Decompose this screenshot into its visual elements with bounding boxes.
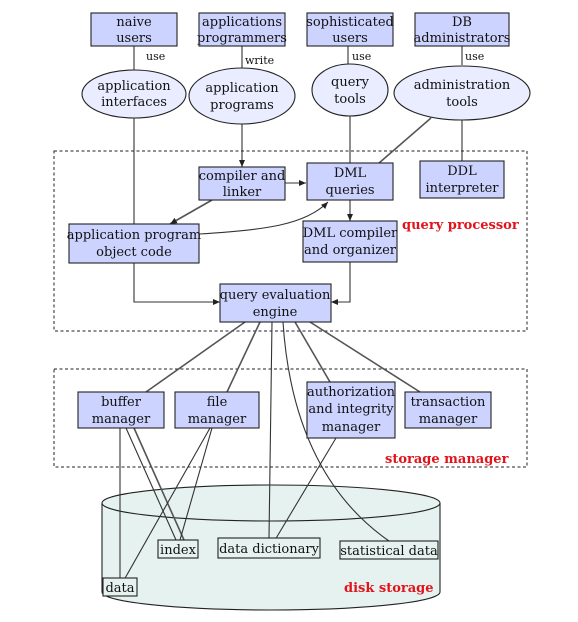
- dba-line1: DB: [452, 15, 472, 30]
- query-processor-region: [53, 150, 528, 332]
- dml-compiler-node: DML compiler and organizer: [302, 220, 398, 263]
- auth-line1: authorization: [307, 385, 396, 400]
- programmers-line1: applications: [202, 15, 282, 30]
- authorization-integrity-manager-node: authorization and integrity manager: [306, 381, 396, 439]
- edge-label-use-naive: use: [146, 50, 165, 63]
- index-label: index: [160, 543, 197, 558]
- transaction-manager-node: transaction manager: [404, 391, 492, 429]
- administration-tools-node: administration tools: [393, 65, 531, 121]
- file-manager-line1: file: [207, 395, 228, 410]
- buffer-manager-line2: manager: [92, 412, 151, 427]
- disk-storage-label: disk storage: [344, 581, 434, 596]
- connections: [119, 46, 463, 581]
- sophisticated-line1: sophisticated: [306, 15, 394, 30]
- app-interfaces-line1: application: [97, 79, 171, 94]
- buffer-manager-line1: buffer: [101, 395, 142, 410]
- file-manager-line2: manager: [188, 412, 247, 427]
- app-programs-line2: programs: [210, 98, 274, 113]
- query-processor-label: query processor: [402, 218, 519, 233]
- db-administrators-node: DB administrators: [414, 12, 511, 47]
- object-code-line2: object code: [96, 245, 172, 260]
- object-code-node: application program object code: [67, 223, 201, 264]
- dml-compiler-line1: DML compiler: [303, 226, 398, 241]
- statistical-data-node: statistical data: [339, 540, 439, 560]
- application-interfaces-node: application interfaces: [81, 69, 187, 119]
- dml-compiler-line2: and organizer: [304, 243, 397, 258]
- admin-tools-line2: tools: [446, 95, 478, 110]
- sophisticated-line2: users: [332, 31, 368, 46]
- sophisticated-users-node: sophisticated users: [306, 12, 394, 47]
- application-programs-node: application programs: [188, 67, 296, 125]
- dml-queries-node: DML queries: [306, 162, 394, 201]
- ddl-interpreter-line1: DDL: [447, 164, 477, 179]
- dba-line2: administrators: [414, 31, 511, 46]
- naive-users-line2: users: [116, 31, 152, 46]
- query-tools-line2: tools: [334, 92, 366, 107]
- query-tools-line1: query: [331, 75, 370, 90]
- index-node: index: [157, 539, 199, 559]
- edge-label-use-sophisticated: use: [352, 50, 371, 63]
- object-code-line1: application program: [67, 228, 201, 243]
- application-programmers-node: applications programmers: [197, 12, 287, 47]
- programmers-line2: programmers: [197, 31, 287, 46]
- transaction-manager-line2: manager: [419, 412, 478, 427]
- ddl-interpreter-line2: interpreter: [425, 181, 499, 196]
- naive-users-line1: naive: [116, 15, 152, 30]
- dml-queries-line1: DML: [334, 166, 367, 181]
- compiler-linker-line2: linker: [223, 185, 262, 200]
- query-tools-node: query tools: [311, 63, 389, 117]
- data-node: data: [102, 577, 138, 597]
- data-label: data: [105, 581, 134, 596]
- eval-engine-line1: query evaluation: [220, 288, 331, 303]
- data-dictionary-node: data dictionary: [217, 537, 321, 559]
- dml-queries-line2: queries: [325, 183, 374, 198]
- app-interfaces-line2: interfaces: [101, 95, 167, 110]
- auth-line3: manager: [322, 420, 381, 435]
- admin-tools-line1: administration: [414, 78, 511, 93]
- auth-line2: and integrity: [308, 402, 394, 417]
- eval-engine-line2: engine: [253, 305, 298, 320]
- storage-manager-label: storage manager: [385, 452, 509, 467]
- ddl-interpreter-node: DDL interpreter: [419, 160, 505, 199]
- data-dictionary-label: data dictionary: [219, 542, 319, 557]
- transaction-manager-line1: transaction: [411, 395, 486, 410]
- query-evaluation-engine-node: query evaluation engine: [219, 283, 332, 323]
- compiler-linker-line1: compiler and: [199, 169, 286, 184]
- edge-label-use-dba: use: [465, 50, 484, 63]
- statistical-data-label: statistical data: [340, 544, 438, 559]
- storage-manager-region: [53, 368, 528, 468]
- file-manager-node: file manager: [174, 391, 260, 429]
- buffer-manager-node: buffer manager: [77, 391, 165, 429]
- app-programs-line1: application: [205, 81, 279, 96]
- naive-users-node: naive users: [90, 12, 178, 47]
- compiler-linker-node: compiler and linker: [198, 166, 286, 201]
- edge-label-write: write: [245, 54, 274, 67]
